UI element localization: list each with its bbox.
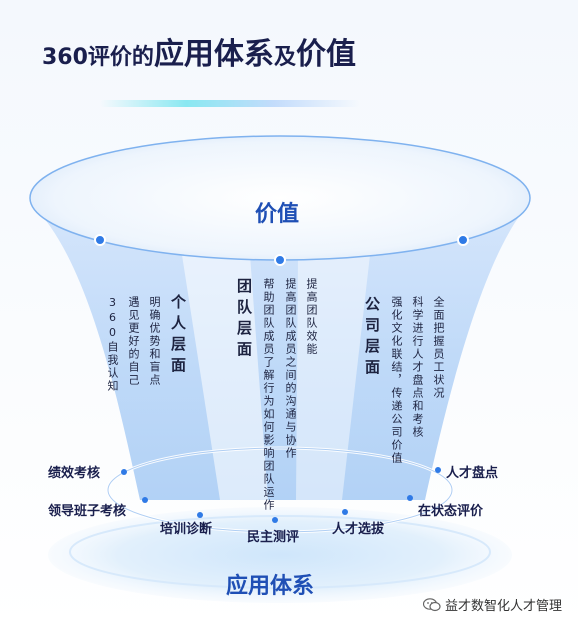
funnel-band-right: [296, 255, 370, 500]
ring-dot-7: [435, 467, 441, 473]
app-performance-review: 绩效考核: [48, 466, 101, 481]
app-training-diagnosis: 培训诊断: [160, 522, 213, 537]
app-status-evaluation: 在状态评价: [418, 504, 484, 519]
watermark: 益才数智化人才管理: [422, 595, 562, 614]
title-part-2: 应用体系: [153, 37, 274, 72]
title-underline: [100, 100, 360, 107]
base-platform: [48, 507, 512, 603]
wechat-icon: [422, 598, 441, 612]
top-dot-center: [274, 254, 286, 266]
app-democratic-evaluation: 民主测评: [247, 530, 300, 545]
personal-line-1: 明确优势和盲点: [148, 296, 161, 387]
application-system-label: 应用体系: [226, 574, 315, 599]
title-part-1: 360评价的: [42, 45, 154, 70]
team-line-2: 提高团队成员之间的沟通与协作: [284, 278, 297, 460]
company-line-2: 科学进行人才盘点和考核: [411, 296, 424, 439]
ring-dot-3: [197, 512, 203, 518]
title-part-3: 及: [273, 45, 296, 70]
top-dot-left: [94, 234, 106, 246]
personal-line-2: 遇见更好的自己: [127, 296, 140, 387]
top-dot-right: [457, 234, 469, 246]
funnel-band-left: [182, 255, 268, 500]
company-line-3: 全面把握员工状况: [432, 296, 445, 400]
ring-dot-2: [142, 497, 148, 503]
watermark-text: 益才数智化人才管理: [444, 599, 562, 614]
team-line-1: 帮助团队成员了解行为如何影响团队运作: [262, 278, 275, 512]
personal-line-3: 360自我认知: [106, 296, 119, 393]
personal-heading: 个人层面: [169, 294, 187, 378]
base-platform-rim: [69, 515, 491, 589]
page-title: 360评价的应用体系及价值: [42, 40, 356, 70]
team-heading: 团队层面: [235, 278, 253, 362]
team-line-3: 提高团队效能: [305, 278, 318, 356]
app-talent-selection: 人才选拔: [332, 522, 385, 537]
ring-dot-4: [272, 517, 278, 523]
app-talent-review: 人才盘点: [446, 466, 499, 481]
ring-dot-5: [342, 509, 348, 515]
value-label: 价值: [255, 202, 300, 227]
company-line-1: 强化文化联结，传递公司价值: [390, 296, 403, 465]
app-leadership-review: 领导班子考核: [48, 504, 127, 519]
funnel-body: [32, 205, 528, 500]
title-part-4: 价值: [295, 37, 356, 72]
ring-dot-6: [407, 495, 413, 501]
company-heading: 公司层面: [363, 296, 381, 380]
ring-dot-1: [121, 469, 127, 475]
bottom-ring-outline: [107, 447, 453, 533]
